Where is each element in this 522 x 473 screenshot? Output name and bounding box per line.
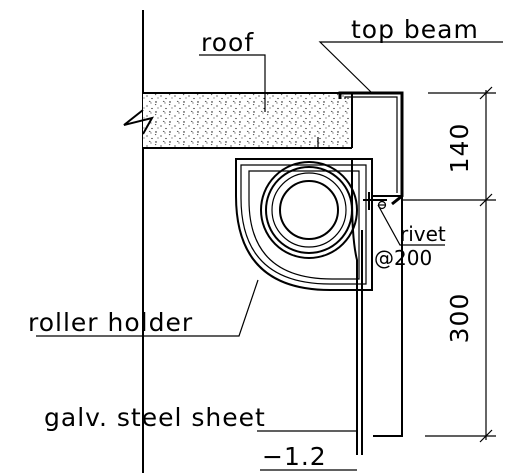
top-beam-label: top beam: [351, 15, 479, 44]
top-beam-leader: [318, 41, 503, 94]
roller-coil: [260, 161, 358, 259]
sheet-thickness-label: −1.2: [262, 442, 327, 471]
roller-holder-label: roller holder: [28, 308, 193, 337]
top-beam: [314, 91, 404, 206]
roller-holder-leader: [36, 279, 259, 337]
rivet-leader: [377, 204, 445, 246]
roller-holder: [235, 158, 373, 291]
galv-steel-sheet: [351, 160, 403, 455]
dimension-lines: [402, 86, 496, 443]
roof-leader: [199, 54, 266, 112]
rivet-label: rivet: [400, 222, 446, 246]
sheet-label: galv. steel sheet: [44, 403, 266, 432]
roof-slab: [123, 92, 353, 149]
rivet-spacing-label: @200: [374, 246, 432, 270]
dimension-300: 300: [445, 293, 474, 344]
dimension-140: 140: [445, 123, 474, 174]
roof-label: roof: [201, 28, 254, 57]
